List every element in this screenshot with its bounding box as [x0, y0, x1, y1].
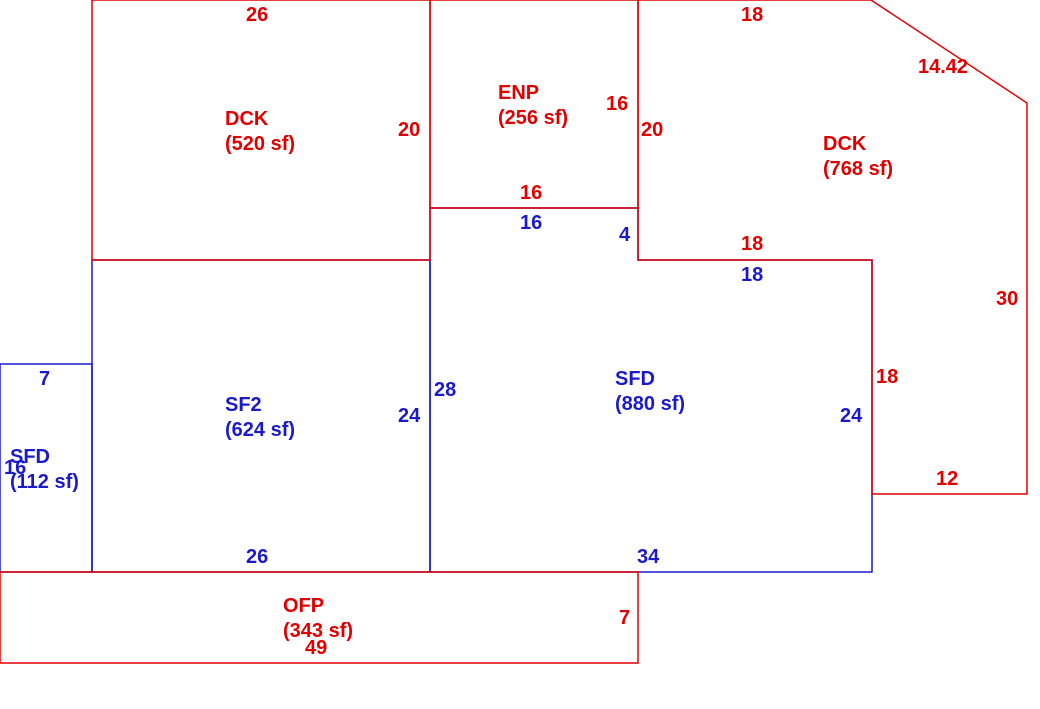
sfd-main-label: SFD (880 sf) [615, 367, 685, 417]
dim-sfd-right: 24 [840, 405, 863, 427]
enp-code: ENP [498, 82, 540, 104]
dim-sfd-top: 16 [520, 212, 543, 234]
sfd-main-code: SFD [615, 368, 655, 390]
dim-enp-bottom: 16 [520, 182, 543, 204]
dim-sfd-small-top: 7 [39, 368, 51, 390]
dck-left-outline [91, 0, 431, 261]
dim-dck-right-lower: 12 [936, 468, 959, 490]
dim-dck-right-top: 18 [741, 4, 764, 26]
dck-right-area: (768 sf) [823, 158, 894, 180]
dim-enp-right: 16 [606, 93, 629, 115]
dck-right-label: DCK (768 sf) [823, 132, 893, 182]
sf2-area: (624 sf) [225, 419, 296, 441]
dim-sfd-left: 28 [434, 379, 457, 401]
dim-sfd-notch: 4 [619, 224, 631, 246]
dck-right-outline [637, 0, 1028, 495]
sf2-label: SF2 (624 sf) [225, 393, 295, 443]
sfd-small-area: (112 sf) [10, 471, 79, 493]
dck-right-code: DCK [823, 133, 867, 155]
dim-dck-right-bottom: 18 [741, 233, 764, 255]
enp-label: ENP (256 sf) [498, 81, 568, 131]
sfd-main-area: (880 sf) [615, 393, 686, 415]
dim-dck-right-diagonal: 14.42 [918, 56, 969, 78]
sfd-small-label: SFD (112 sf) [10, 445, 79, 495]
dck-left-label: DCK (520 sf) [225, 107, 295, 157]
dim-ofp-bottom: 49 [305, 637, 328, 659]
dim-sf2-bottom: 26 [246, 546, 269, 568]
ofp-area: (343 sf) [283, 620, 354, 642]
sfd-small-code: SFD [10, 446, 50, 468]
enp-area: (256 sf) [498, 107, 569, 129]
dim-sfd-upper-right: 18 [741, 264, 764, 286]
ofp-outline [0, 571, 639, 664]
dck-left-code: DCK [225, 108, 269, 130]
dck-left-area: (520 sf) [225, 133, 296, 155]
dim-dck-left-right: 20 [398, 119, 421, 141]
dim-sfd-small-left: 16 [4, 457, 27, 479]
sf2-code: SF2 [225, 394, 262, 416]
ofp-code: OFP [283, 595, 325, 617]
dim-dck-right-left: 20 [641, 119, 664, 141]
dim-ofp-right: 7 [619, 607, 631, 629]
dim-dck-left-top: 26 [246, 4, 269, 26]
dim-sfd-bottom: 34 [637, 546, 660, 568]
ofp-label: OFP (343 sf) [283, 594, 353, 644]
dim-dck-right-far-right: 30 [996, 288, 1019, 310]
dim-dck-right-inner-right: 18 [876, 366, 899, 388]
dim-sf2-right: 24 [398, 405, 421, 427]
